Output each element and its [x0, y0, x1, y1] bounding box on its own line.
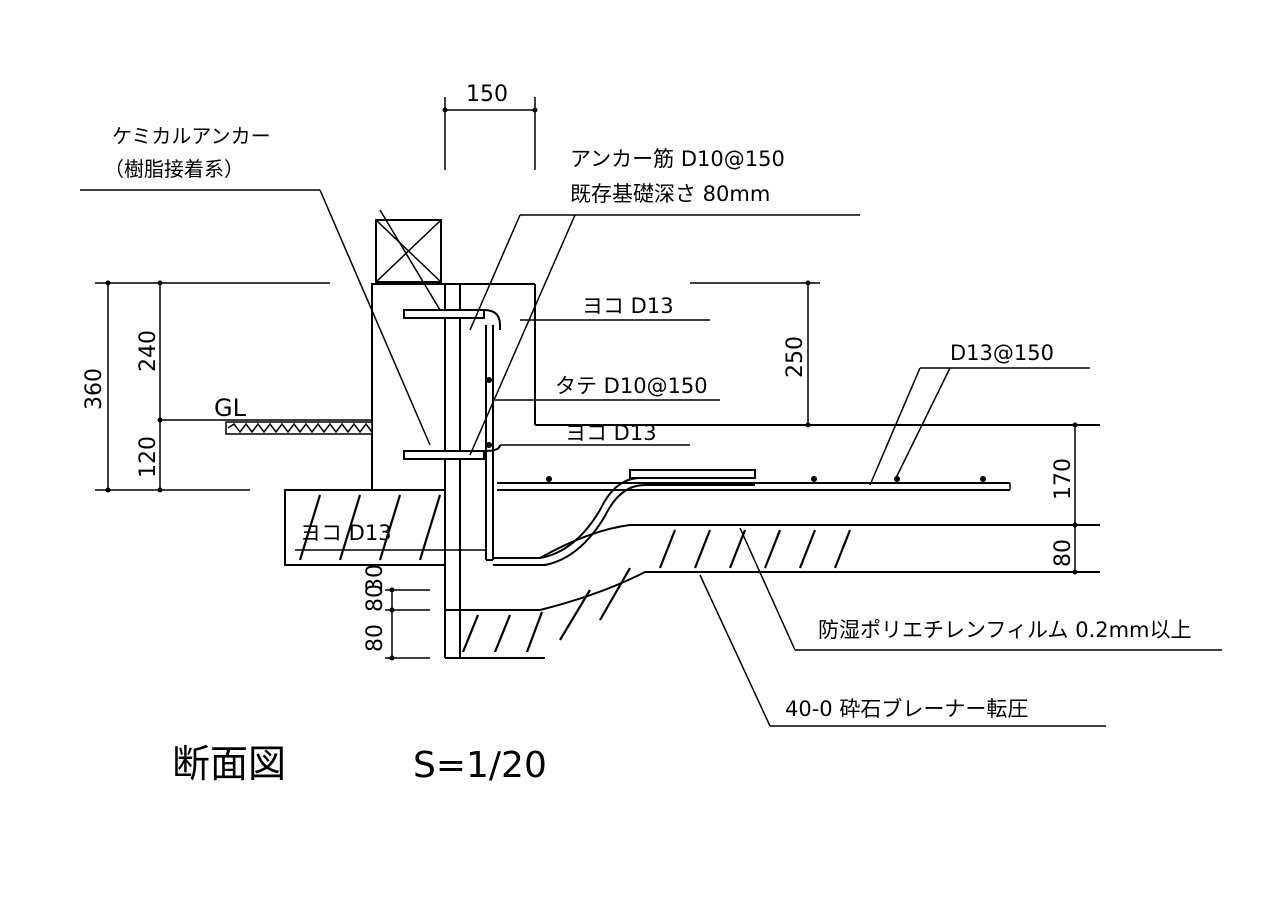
dim-240-text: 240	[136, 330, 161, 372]
ground-level: GL	[160, 394, 373, 435]
dim-250-text: 250	[783, 336, 808, 378]
dim-80-text-b: 80	[363, 624, 388, 652]
label-vapor-film: 防湿ポリエチレンフィルム 0.2mm以上	[818, 618, 1192, 642]
label-horizontal-mid: ヨコ D13	[565, 421, 657, 445]
dimension-left: 360 240 120	[82, 280, 330, 493]
crushed-stone-hatch	[461, 529, 852, 653]
dim-30-text: 30	[363, 564, 388, 592]
label-resin-adhesive: （樹脂接着系）	[104, 157, 244, 181]
dim-170-text: 170	[1051, 458, 1076, 500]
dim-80-text: 80	[1051, 539, 1076, 567]
label-horizontal-footing: ヨコ D13	[300, 521, 392, 545]
dim-80-30-text-a: 80	[363, 584, 388, 612]
label-chemical-anchor: ケミカルアンカー	[112, 124, 271, 148]
drawing-title: 断面図	[172, 742, 286, 786]
drawing-scale: S=1/20	[413, 745, 547, 786]
dim-360-text: 360	[82, 368, 107, 410]
rebar	[403, 309, 1011, 566]
label-slab-bar: D13@150	[950, 341, 1054, 365]
gl-text: GL	[214, 394, 247, 422]
leader-lines	[80, 189, 1222, 727]
dimension-top-width: 150	[442, 82, 538, 170]
dimension-250: 250	[690, 280, 820, 428]
label-horizontal-top: ヨコ D13	[582, 294, 674, 318]
label-crushed-stone: 40-0 砕石ブレーナー転圧	[785, 697, 1028, 721]
dimension-footing: 80 30 80	[363, 564, 430, 661]
footing	[284, 489, 446, 566]
dimension-right: 170 80	[1051, 422, 1078, 575]
dim-120-text: 120	[136, 436, 161, 478]
label-vertical: タテ D10@150	[555, 374, 708, 398]
dim-150-text: 150	[466, 82, 508, 107]
existing-foundation	[371, 219, 446, 491]
label-existing-depth: 既存基礎深さ 80mm	[570, 182, 770, 206]
label-anchor-bar: アンカー筋 D10@150	[570, 147, 785, 171]
slab-layers	[445, 524, 1100, 659]
